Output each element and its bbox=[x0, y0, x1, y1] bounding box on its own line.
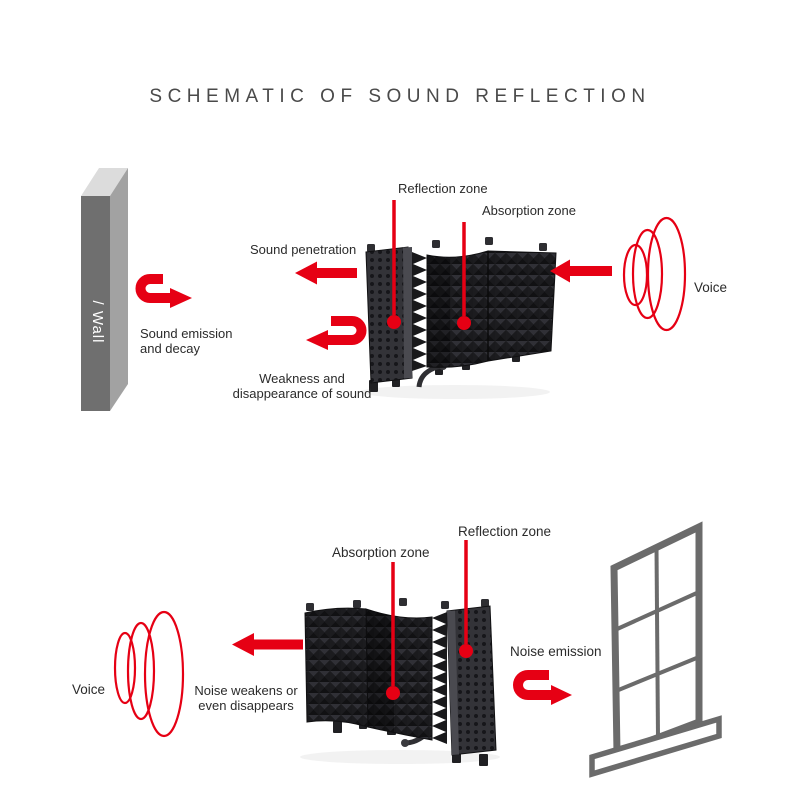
shield-top-right-panel bbox=[487, 250, 557, 362]
isolation-shield-bottom bbox=[304, 598, 497, 766]
window-sill bbox=[589, 715, 722, 778]
label-voice-bottom: Voice bbox=[72, 682, 106, 697]
window-mullion-vertical bbox=[654, 547, 660, 738]
top-diagram-graphics bbox=[81, 168, 687, 411]
label-reflection-zone-top: Reflection zone bbox=[398, 181, 488, 196]
shield-bottom-center-panel bbox=[365, 608, 433, 741]
shield-bottom-left-panel bbox=[304, 607, 369, 728]
wall-front-face bbox=[81, 196, 110, 411]
reflection-zone-pointer-bottom bbox=[459, 540, 473, 658]
isolation-shield-top bbox=[365, 237, 557, 392]
label-sound-emission: Sound emission and decay bbox=[140, 326, 233, 356]
label-noise-emission: Noise emission bbox=[510, 644, 602, 659]
label-weakness-disappearance: Weakness and disappearance of sound bbox=[232, 371, 372, 401]
reflection-zone-pointer-top bbox=[387, 200, 401, 329]
wall-illustration bbox=[81, 168, 128, 411]
wall-label: / Wall bbox=[89, 300, 106, 344]
label-sound-penetration: Sound penetration bbox=[250, 242, 357, 257]
label-reflection-zone-bottom: Reflection zone bbox=[458, 524, 552, 539]
window-frame bbox=[610, 521, 703, 759]
voice-waves-bottom bbox=[113, 610, 185, 738]
label-noise-weakens: Noise weakens or even disappears bbox=[194, 683, 298, 713]
label-absorption-zone-top: Absorption zone bbox=[482, 203, 576, 218]
sound-emission-uturn-arrow bbox=[135, 274, 192, 308]
noise-emission-uturn-arrow bbox=[513, 670, 572, 705]
absorption-zone-pointer-bottom bbox=[386, 562, 400, 700]
absorption-zone-pointer-top bbox=[457, 222, 471, 330]
label-voice-top: Voice bbox=[694, 280, 728, 295]
voice-waves-top bbox=[622, 216, 687, 332]
shield-top-foam-edge bbox=[412, 252, 427, 371]
label-absorption-zone-bottom: Absorption zone bbox=[332, 545, 430, 560]
bottom-diagram-graphics bbox=[113, 521, 722, 778]
window-mullion-h2 bbox=[615, 655, 700, 693]
weakness-uturn-arrow bbox=[306, 316, 367, 350]
wall-side-face bbox=[110, 168, 128, 411]
wall-top-face bbox=[81, 168, 128, 196]
shield-top-shadow bbox=[360, 385, 550, 399]
noise-weakens-arrow bbox=[232, 633, 303, 656]
window-mullion-h1 bbox=[614, 590, 700, 632]
shield-bottom-shadow bbox=[300, 750, 500, 764]
window-illustration bbox=[589, 521, 722, 778]
page-title: SCHEMATIC OF SOUND REFLECTION bbox=[149, 86, 651, 107]
shield-bottom-foam-edge bbox=[432, 612, 447, 744]
sound-penetration-arrow bbox=[295, 261, 357, 285]
voice-arrow-top bbox=[550, 259, 612, 283]
